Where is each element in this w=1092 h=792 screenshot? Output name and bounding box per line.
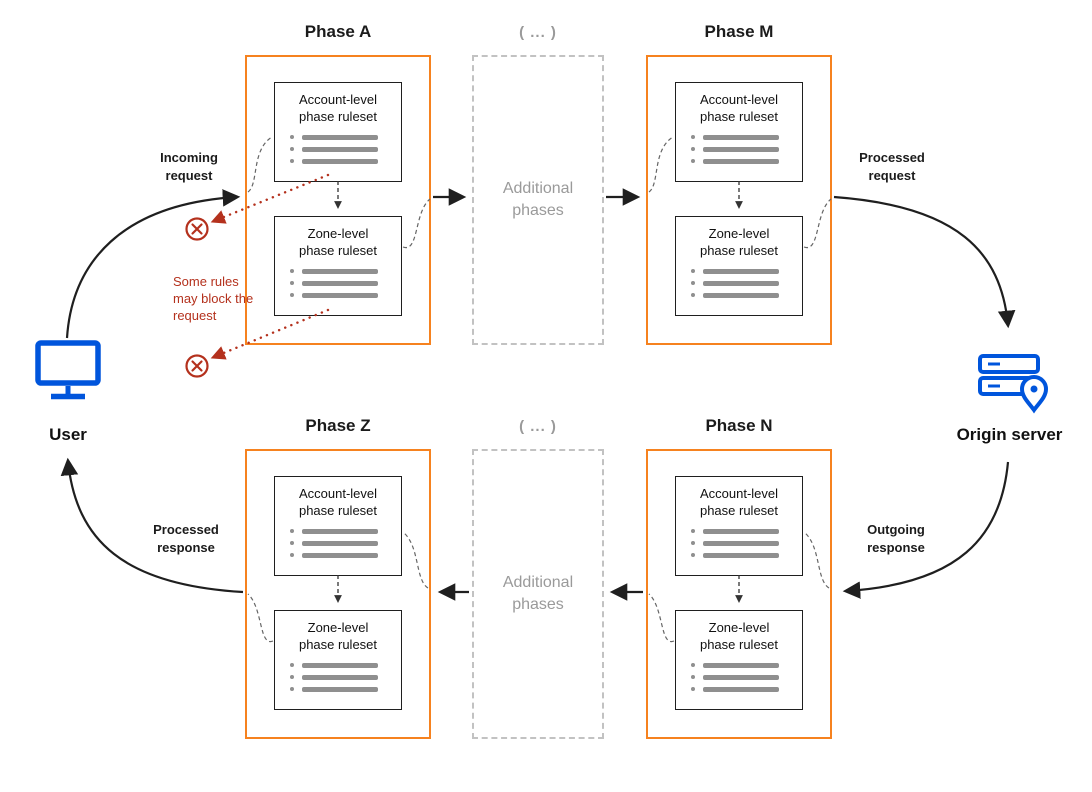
ruleset-lines — [691, 135, 802, 164]
origin-server-icon — [978, 354, 1049, 414]
block-x-icon — [185, 217, 209, 241]
rule-line — [290, 675, 401, 680]
additional-phases-box-top: Additional phases — [472, 55, 604, 345]
account-ruleset-label: Account-level phase ruleset — [298, 92, 378, 124]
block-x-icon — [185, 354, 209, 378]
zone-ruleset-label: Zone-level phase ruleset — [298, 620, 378, 652]
zone-ruleset-label: Zone-level phase ruleset — [298, 226, 378, 258]
rule-line — [691, 687, 802, 692]
zone-ruleset-label: Zone-level phase ruleset — [699, 226, 779, 258]
rule-line — [691, 541, 802, 546]
rule-line — [691, 281, 802, 286]
rule-line — [691, 135, 802, 140]
additional-phases-label: Additional phases — [502, 574, 574, 613]
phase-m-account-ruleset-box: Account-level phase ruleset — [675, 82, 803, 182]
phase-a-zone-ruleset-box: Zone-level phase ruleset — [274, 216, 402, 316]
rule-line — [290, 663, 401, 668]
zone-ruleset-label: Zone-level phase ruleset — [699, 620, 779, 652]
block-note-label: Some rules may block the request — [173, 274, 254, 323]
rule-line — [290, 159, 401, 164]
additional-phases-box-bottom: Additional phases — [472, 449, 604, 739]
phase-a-title: Phase A — [304, 22, 372, 41]
rule-line — [691, 675, 802, 680]
phase-m-zone-ruleset-box: Zone-level phase ruleset — [675, 216, 803, 316]
rule-line — [691, 529, 802, 534]
account-ruleset-label: Account-level phase ruleset — [699, 486, 779, 518]
phase-z-account-ruleset-box: Account-level phase ruleset — [274, 476, 402, 576]
phase-m-title: Phase M — [704, 22, 774, 41]
rule-line — [290, 269, 401, 274]
rule-line — [691, 293, 802, 298]
phase-n-zone-ruleset-box: Zone-level phase ruleset — [675, 610, 803, 710]
rule-line — [290, 135, 401, 140]
rule-line — [691, 269, 802, 274]
incoming-request-label: Incoming request — [160, 150, 218, 183]
rule-line — [691, 159, 802, 164]
phase-a-box: Account-level phase ruleset Zone-level p… — [245, 55, 431, 345]
ruleset-lines — [290, 135, 401, 164]
phase-z-title: Phase Z — [305, 416, 371, 435]
rule-line — [290, 147, 401, 152]
phase-m-box: Account-level phase ruleset Zone-level p… — [646, 55, 832, 345]
ruleset-lines — [290, 269, 401, 298]
user-label: User — [49, 425, 87, 444]
rule-line — [691, 147, 802, 152]
rule-line — [290, 687, 401, 692]
processed-response-label: Processed response — [153, 522, 219, 555]
processed-request-label: Processed request — [859, 150, 925, 183]
phase-z-zone-ruleset-box: Zone-level phase ruleset — [274, 610, 402, 710]
additional-phases-ellipsis-bottom: ( ... ) — [519, 418, 557, 435]
ruleset-lines — [290, 529, 401, 558]
additional-phases-label: Additional phases — [502, 180, 574, 219]
ruleset-lines — [290, 663, 401, 692]
outgoing-response-label: Outgoing response — [867, 522, 925, 555]
rule-line — [290, 541, 401, 546]
rule-line — [290, 281, 401, 286]
rule-line — [290, 529, 401, 534]
user-icon — [35, 340, 101, 400]
additional-phases-ellipsis-top: ( ... ) — [519, 24, 557, 41]
rule-line — [691, 663, 802, 668]
processed-request-arrow — [833, 195, 1016, 329]
account-ruleset-label: Account-level phase ruleset — [298, 486, 378, 518]
phase-a-account-ruleset-box: Account-level phase ruleset — [274, 82, 402, 182]
phase-n-title: Phase N — [705, 416, 773, 435]
phase-n-account-ruleset-box: Account-level phase ruleset — [675, 476, 803, 576]
ruleset-lines — [691, 663, 802, 692]
rule-line — [290, 293, 401, 298]
rule-line — [691, 553, 802, 558]
origin-server-label: Origin server — [956, 425, 1063, 444]
ruleset-lines — [691, 529, 802, 558]
account-ruleset-label: Account-level phase ruleset — [699, 92, 779, 124]
phase-n-box: Account-level phase ruleset Zone-level p… — [646, 449, 832, 739]
phase-z-box: Account-level phase ruleset Zone-level p… — [245, 449, 431, 739]
ruleset-lines — [691, 269, 802, 298]
rule-line — [290, 553, 401, 558]
